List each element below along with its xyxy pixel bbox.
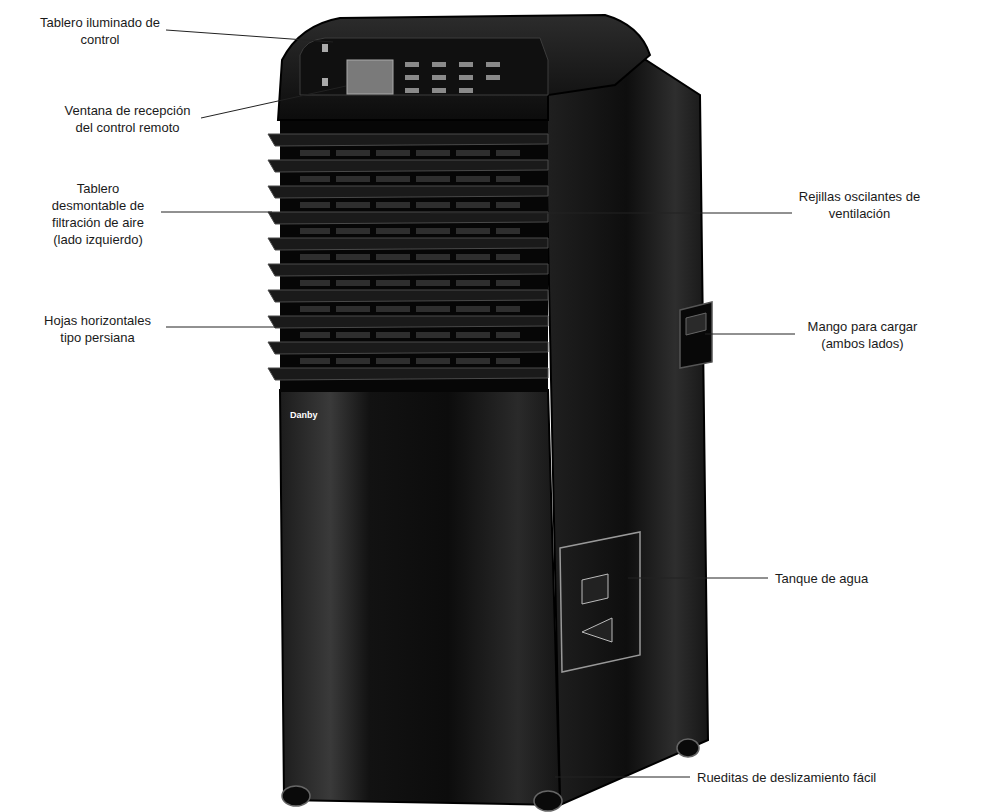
- part-label: Tablero iluminado de control: [35, 14, 165, 48]
- part-label: Rejillas oscilantes de ventilación: [797, 188, 922, 222]
- leader-lines: [161, 30, 795, 777]
- brand-logo: Danby: [290, 410, 318, 420]
- part-label: Mango para cargar (ambos lados): [800, 318, 925, 352]
- part-label: Hojas horizontales tipo persiana: [35, 312, 160, 346]
- part-label: Ventana de recepción del control remoto: [55, 102, 200, 136]
- part-label: Rueditas de deslizamiento fácil: [697, 769, 876, 786]
- unit-body: [268, 15, 712, 811]
- part-label: Tanque de agua: [775, 570, 868, 587]
- part-label: Tablero desmontable de filtración de air…: [42, 180, 154, 248]
